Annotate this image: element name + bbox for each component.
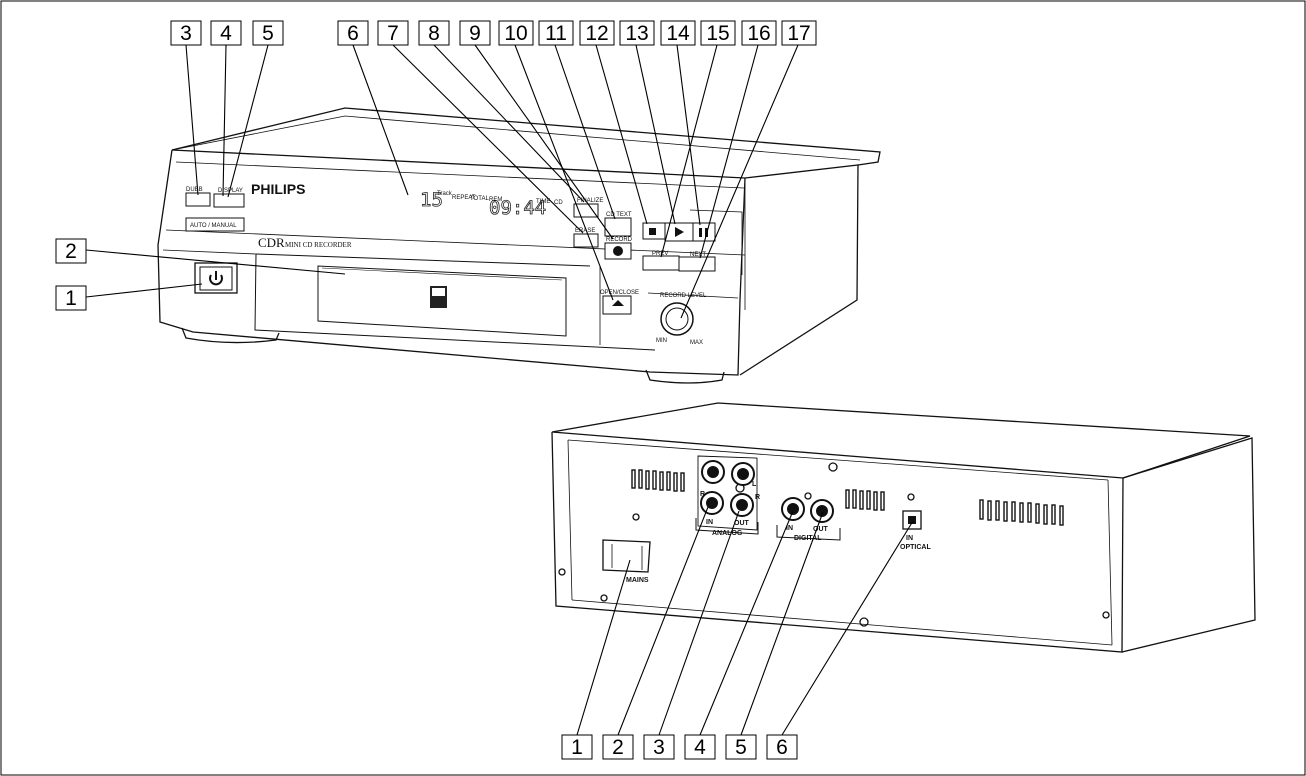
callouts-left: 2 1 bbox=[55, 238, 87, 311]
vent-group-right bbox=[979, 499, 1064, 526]
callout-label: 1 bbox=[65, 287, 77, 310]
analog-r-label: R bbox=[700, 491, 705, 498]
callout-box: 17 bbox=[781, 20, 817, 46]
callout-label: 3 bbox=[653, 736, 665, 759]
auto-manual-button-label: AUTO / MANUAL bbox=[190, 223, 237, 229]
callout-box: 12 bbox=[579, 20, 615, 46]
callouts-top: 3 4 5 6 7 8 9 10 11 12 13 14 15 16 17 bbox=[170, 20, 817, 46]
callout-box: 10 bbox=[498, 20, 534, 46]
callout-box: 4 bbox=[210, 20, 242, 46]
vent-group-middle bbox=[845, 489, 885, 511]
callout-label: 11 bbox=[545, 22, 567, 45]
callout-box: 11 bbox=[538, 20, 574, 46]
record-button-label: RECORD bbox=[606, 237, 633, 243]
optical-in-label: IN bbox=[906, 535, 913, 542]
dubb-button-label: DUBB bbox=[186, 187, 203, 193]
callout-label: 3 bbox=[180, 22, 192, 45]
record-level-min-label: MIN bbox=[656, 338, 667, 344]
callout-label: 6 bbox=[776, 736, 788, 759]
callout-label: 6 bbox=[347, 22, 359, 45]
power-icon bbox=[209, 271, 223, 286]
callouts-bottom: 1 2 3 4 5 6 bbox=[561, 734, 798, 760]
analog-r-right-label: R bbox=[755, 494, 760, 501]
callout-box: 5 bbox=[725, 734, 757, 760]
analog-out-label: OUT bbox=[734, 520, 750, 527]
vent-group-left bbox=[631, 469, 685, 492]
callout-box: 7 bbox=[377, 20, 409, 46]
lcd-label-rem: REM bbox=[489, 197, 502, 203]
callout-label: 8 bbox=[428, 22, 440, 45]
lcd-label-track: Track bbox=[437, 191, 453, 197]
callout-label: 14 bbox=[666, 22, 690, 45]
callout-label: 4 bbox=[220, 22, 232, 45]
lcd-track: 15 bbox=[420, 189, 443, 211]
callout-label: 12 bbox=[585, 22, 608, 45]
callout-box: 1 bbox=[561, 734, 593, 760]
callout-box: 3 bbox=[643, 734, 675, 760]
callout-label: 5 bbox=[735, 736, 747, 759]
next-button-label: NEXT bbox=[690, 252, 706, 258]
lcd-label-repeat: REPEAT bbox=[452, 195, 476, 201]
record-level-max-label: MAX bbox=[690, 340, 703, 346]
brand-name: PHILIPS bbox=[251, 181, 305, 197]
finalize-button-label: FINALIZE bbox=[577, 198, 603, 204]
erase-button-label: ERASE bbox=[575, 228, 595, 234]
lcd-time: 09:44 bbox=[489, 197, 546, 219]
callout-box: 5 bbox=[252, 20, 284, 46]
callout-label: 17 bbox=[787, 22, 810, 45]
optical-label: OPTICAL bbox=[900, 544, 931, 551]
callout-box: 9 bbox=[459, 20, 491, 46]
open-close-button-label: OPEN/CLOSE bbox=[600, 290, 639, 296]
lcd-label-total: TOTAL bbox=[470, 196, 489, 202]
leader-lines bbox=[85, 44, 914, 736]
callout-box: 8 bbox=[418, 20, 450, 46]
analog-l-label: L bbox=[752, 481, 757, 488]
mains-label: MAINS bbox=[626, 577, 649, 584]
jack-group-brackets bbox=[695, 518, 841, 541]
digital-label: DIGITAL bbox=[794, 535, 822, 542]
lcd-label-cd: CD bbox=[554, 200, 563, 206]
callout-label: 2 bbox=[612, 736, 624, 759]
callout-box: 13 bbox=[619, 20, 655, 46]
digital-out-label: OUT bbox=[813, 526, 829, 533]
callout-label: 9 bbox=[469, 22, 481, 45]
callout-box: 2 bbox=[55, 238, 87, 264]
callout-label: 15 bbox=[706, 22, 729, 45]
model-subtitle: MINI CD RECORDER bbox=[285, 241, 352, 249]
lcd-label-time: TIME bbox=[536, 199, 550, 205]
analog-in-label: IN bbox=[706, 519, 713, 526]
model-name: CDR bbox=[258, 235, 285, 250]
callout-box: 6 bbox=[337, 20, 369, 46]
callout-label: 7 bbox=[387, 22, 399, 45]
digital-jacks bbox=[781, 497, 834, 523]
prev-button-label: PREV bbox=[652, 251, 668, 257]
callout-box: 1 bbox=[55, 285, 87, 311]
callout-box: 14 bbox=[660, 20, 696, 46]
callout-label: 4 bbox=[694, 736, 706, 759]
digital-in-label: IN bbox=[786, 525, 793, 532]
callout-box: 16 bbox=[741, 20, 777, 46]
callout-box: 3 bbox=[170, 20, 202, 46]
callout-label: 5 bbox=[262, 22, 274, 45]
callout-label: 10 bbox=[504, 22, 527, 45]
record-level-label: RECORD LEVEL bbox=[660, 293, 707, 299]
rear-unit bbox=[551, 402, 1256, 653]
display-button-label: DISPLAY bbox=[218, 188, 243, 194]
callout-box: 4 bbox=[684, 734, 716, 760]
callout-box: 6 bbox=[766, 734, 798, 760]
callout-label: 1 bbox=[571, 736, 583, 759]
analog-label: ANALOG bbox=[712, 530, 743, 537]
callout-label: 16 bbox=[747, 22, 770, 45]
analog-jacks bbox=[700, 460, 755, 517]
callout-box: 15 bbox=[700, 20, 736, 46]
callout-label: 2 bbox=[65, 240, 77, 263]
callout-box: 2 bbox=[602, 734, 634, 760]
front-unit bbox=[157, 107, 881, 384]
callout-label: 13 bbox=[625, 22, 648, 45]
cd-text-button-label: CD TEXT bbox=[606, 212, 632, 218]
